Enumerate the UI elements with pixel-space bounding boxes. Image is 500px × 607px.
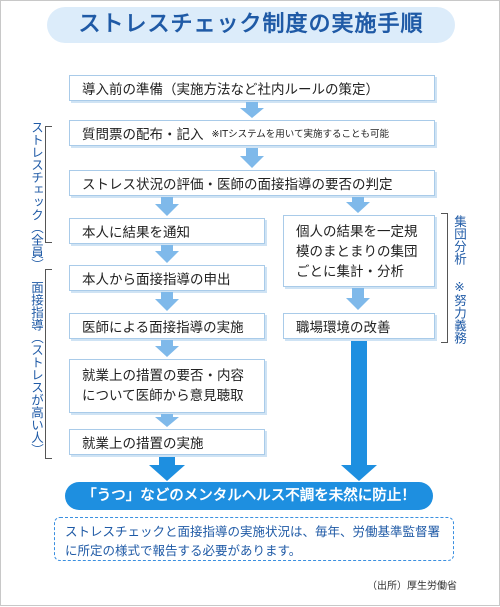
step-group-line3: ごとに集計・分析 xyxy=(296,264,404,280)
step-group-line2: 模のまとまりの集団 xyxy=(296,244,418,260)
side-label-group: 集団分析 xyxy=(452,215,467,265)
diagram-title: ストレスチェック制度の実施手順 xyxy=(47,7,455,43)
arrow-down-icon xyxy=(149,457,185,481)
arrow-down-icon xyxy=(155,340,179,357)
arrow-down-icon xyxy=(346,197,370,213)
arrow-down-icon xyxy=(240,102,264,118)
prevention-banner: 「うつ」などのメンタルヘルス不調を未然に防止！ xyxy=(65,482,433,510)
step-prep: 導入前の準備（実施方法など社内ルールの策定） xyxy=(69,75,435,101)
arrow-down-icon xyxy=(155,414,179,427)
step-measures: 就業上の措置の実施 xyxy=(69,429,265,455)
arrow-down-icon xyxy=(155,292,179,311)
step-improve: 職場環境の改善 xyxy=(283,313,435,339)
step-evaluation-label: ストレス状況の評価・医師の面接指導の要否の判定 xyxy=(82,177,393,193)
step-notify: 本人に結果を通知 xyxy=(69,218,265,244)
side-label-high: 面接指導（ストレスが高い人） xyxy=(29,281,44,456)
step-opinion-line1: 就業上の措置の要否・内容 xyxy=(82,368,244,384)
reporting-note: ストレスチェックと面接指導の実施状況は、毎年、労働基準監督署に所定の様式で報告す… xyxy=(54,517,454,561)
arrow-down-icon xyxy=(155,245,179,263)
step-group-line1: 個人の結果を一定規 xyxy=(296,224,418,240)
arrow-down-icon xyxy=(155,197,179,216)
step-questionnaire: 質問票の配布・記入 ※ITシステムを用いて実施することも可能 xyxy=(69,120,435,146)
step-request: 本人から面接指導の申出 xyxy=(69,265,265,291)
step-group-analysis: 個人の結果を一定規 模のまとまりの集団 ごとに集計・分析 xyxy=(283,215,435,287)
bracket-group xyxy=(441,213,448,343)
step-opinion-line2: について医師から意見聴取 xyxy=(82,388,244,404)
side-label-all: ストレスチェック（全員） xyxy=(29,121,44,271)
source-credit: （出所）厚生労働省 xyxy=(367,581,457,592)
step-measures-label: 就業上の措置の実施 xyxy=(82,436,204,452)
step-interview-label: 医師による面接指導の実施 xyxy=(82,320,244,336)
bracket-all xyxy=(45,126,52,243)
step-questionnaire-note: ※ITシステムを用いて実施することも可能 xyxy=(211,129,390,140)
side-label-effort: ※努力義務 xyxy=(452,279,467,344)
step-interview: 医師による面接指導の実施 xyxy=(69,313,265,339)
bracket-high xyxy=(45,269,52,459)
arrow-down-icon xyxy=(240,148,264,168)
step-opinion: 就業上の措置の要否・内容 について医師から意見聴取 xyxy=(69,359,265,413)
step-request-label: 本人から面接指導の申出 xyxy=(82,272,231,288)
step-prep-label: 導入前の準備（実施方法など社内ルールの策定） xyxy=(82,82,379,98)
step-notify-label: 本人に結果を通知 xyxy=(82,225,190,241)
step-evaluation: ストレス状況の評価・医師の面接指導の要否の判定 xyxy=(69,170,435,196)
arrow-down-icon xyxy=(346,288,370,310)
arrow-down-icon xyxy=(341,341,377,481)
step-improve-label: 職場環境の改善 xyxy=(296,320,391,336)
step-questionnaire-label: 質問票の配布・記入 xyxy=(82,127,204,143)
